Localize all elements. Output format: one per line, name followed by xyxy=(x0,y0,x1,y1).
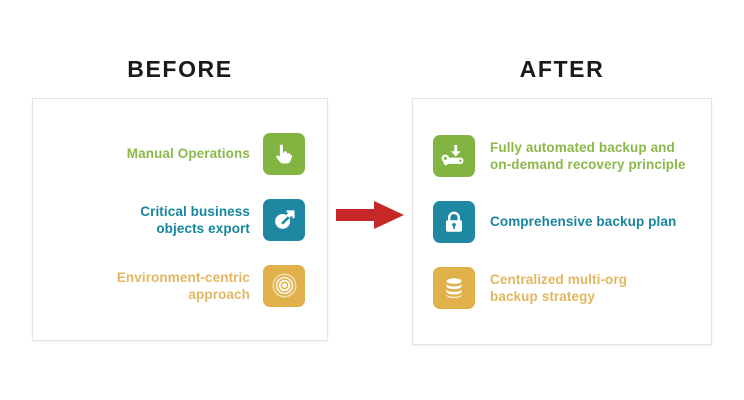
after-item-label-2: Centralized multi-org backup strategy xyxy=(490,271,627,305)
before-column-heading: BEFORE xyxy=(127,56,233,82)
list-item[interactable]: Environment-centric approach xyxy=(33,253,327,319)
list-item[interactable]: Centralized multi-org backup strategy xyxy=(413,255,711,321)
database-stack-icon xyxy=(433,266,475,309)
label-line: Centralized multi-org xyxy=(490,271,628,287)
label-line: approach xyxy=(188,286,250,302)
label-line: Comprehensive backup plan xyxy=(490,214,677,229)
label-line: backup strategy xyxy=(490,288,596,304)
right-arrow-icon xyxy=(332,198,408,232)
before-panel: Manual Operations Critical business obje… xyxy=(32,98,328,341)
before-item-label-1: Critical business objects export xyxy=(140,203,250,237)
before-item-list: Manual Operations Critical business obje… xyxy=(33,99,327,340)
list-item[interactable]: Fully automated backup and on-demand rec… xyxy=(413,123,711,189)
label-line: Manual Operations xyxy=(126,146,250,161)
before-item-label-0: Manual Operations xyxy=(127,145,250,162)
lock-icon xyxy=(433,200,475,243)
list-item[interactable]: Manual Operations xyxy=(33,121,327,187)
after-item-label-1: Comprehensive backup plan xyxy=(490,213,676,230)
label-line: on-demand recovery principle xyxy=(490,156,686,172)
after-panel: Fully automated backup and on-demand rec… xyxy=(412,98,712,345)
list-item[interactable]: Critical business objects export xyxy=(33,187,327,253)
label-line: objects export xyxy=(156,220,250,236)
list-item[interactable]: Comprehensive backup plan xyxy=(413,189,711,255)
target-bullseye-icon xyxy=(263,264,305,307)
hard-drive-download-icon xyxy=(433,134,475,177)
label-line: Fully automated backup and xyxy=(490,139,675,155)
after-item-list: Fully automated backup and on-demand rec… xyxy=(413,99,711,344)
label-line: Critical business xyxy=(140,203,250,219)
before-item-label-2: Environment-centric approach xyxy=(117,269,250,303)
after-column-heading: AFTER xyxy=(519,56,605,82)
pointing-hand-icon xyxy=(263,132,305,175)
label-line: Environment-centric xyxy=(116,269,250,285)
export-arrow-circle-icon xyxy=(263,198,305,241)
after-item-label-0: Fully automated backup and on-demand rec… xyxy=(490,139,686,173)
